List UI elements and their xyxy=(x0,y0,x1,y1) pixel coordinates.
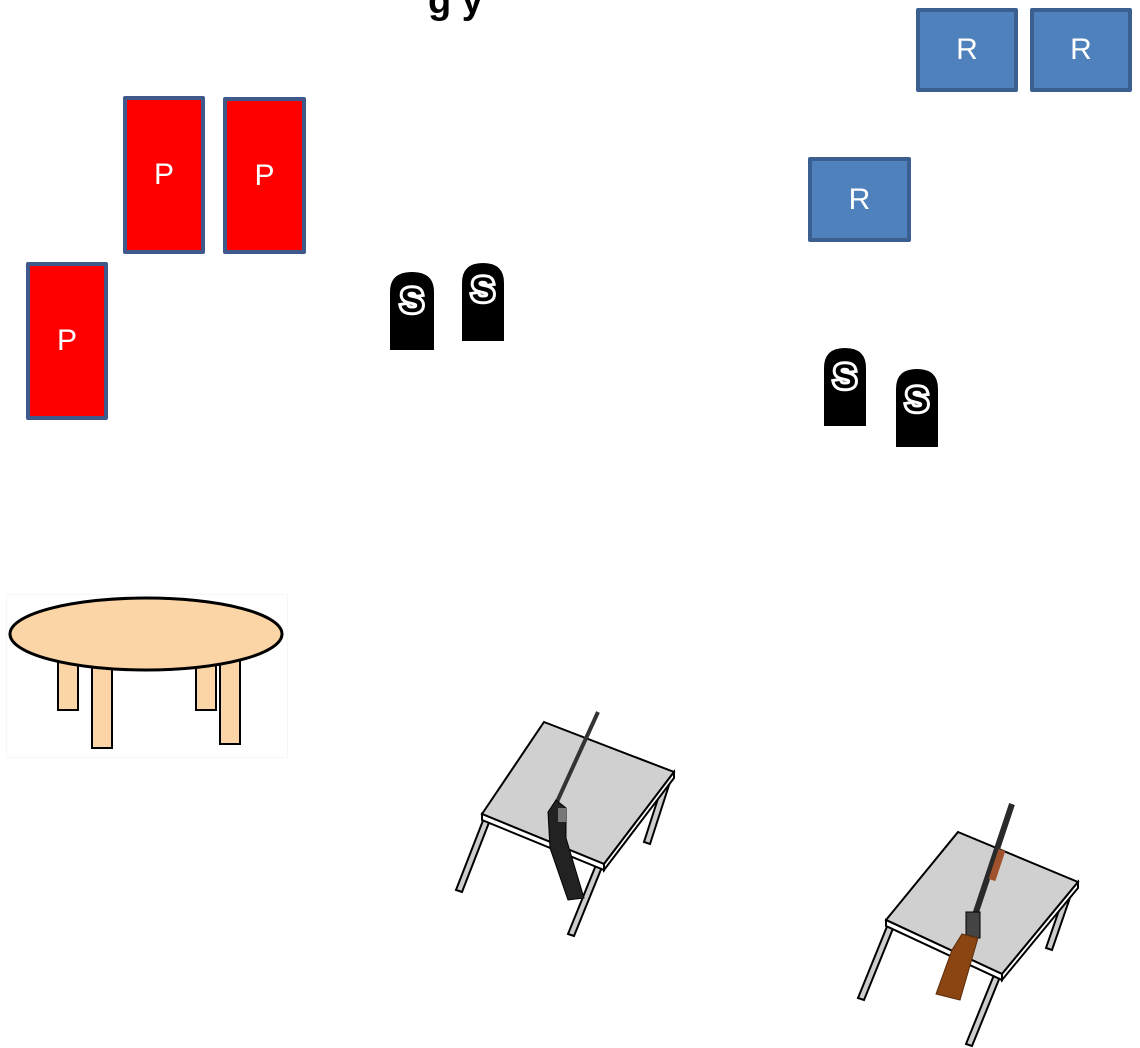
tombstone-label: S xyxy=(906,381,929,419)
r-card: R xyxy=(808,157,911,242)
round-table-icon xyxy=(6,594,288,758)
p-card-label: P xyxy=(254,159,274,193)
r-card: R xyxy=(1030,8,1132,92)
tombstone-label: S xyxy=(834,358,857,396)
p-card: P xyxy=(26,262,108,420)
tombstone-label: S xyxy=(472,271,495,309)
tombstone-label: S xyxy=(401,282,424,320)
tombstone-icon: S xyxy=(822,346,868,426)
r-card-label: R xyxy=(956,33,978,67)
p-card: P xyxy=(123,96,205,254)
tombstone-icon: S xyxy=(388,270,436,350)
title-fragment: g y xyxy=(428,0,483,23)
table-with-shotgun-icon xyxy=(452,708,682,940)
p-card-label: P xyxy=(154,158,174,192)
p-card: P xyxy=(223,97,306,254)
p-card-label: P xyxy=(57,324,77,358)
r-card-label: R xyxy=(1070,33,1092,67)
r-card: R xyxy=(916,8,1018,92)
r-card-label: R xyxy=(849,183,871,217)
tombstone-icon: S xyxy=(894,367,940,447)
table-with-lever-rifle-icon xyxy=(852,800,1082,1048)
tombstone-icon: S xyxy=(460,261,506,341)
